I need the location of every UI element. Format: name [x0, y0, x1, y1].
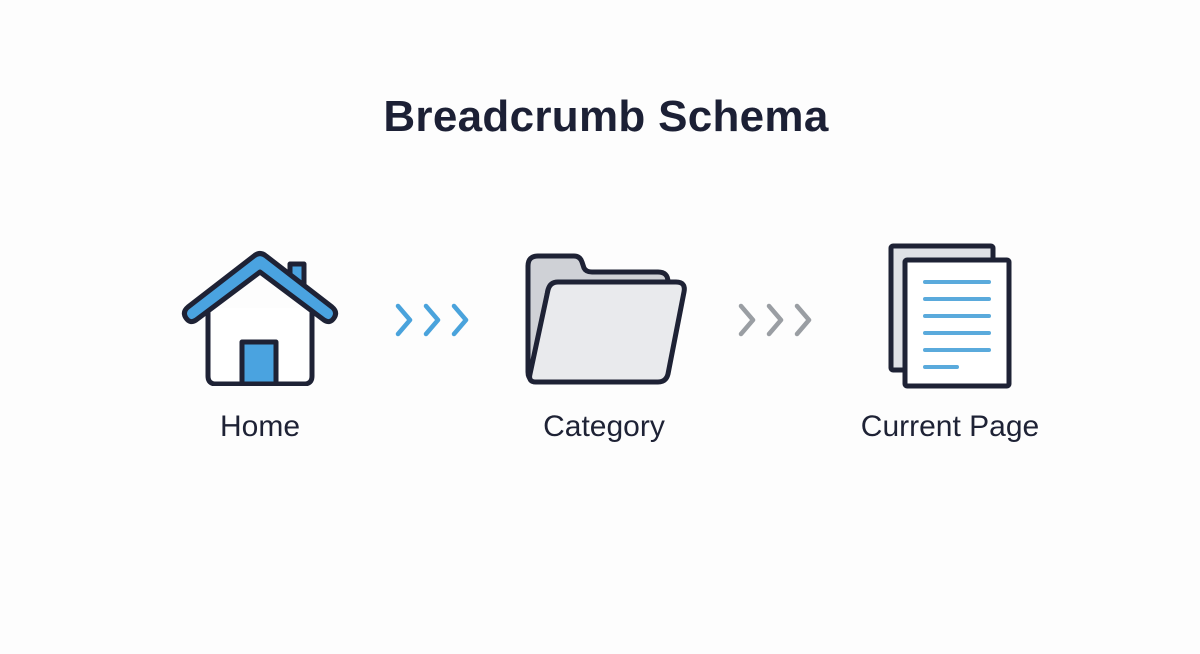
breadcrumb-item-home: Home [168, 236, 352, 444]
folder-icon [514, 236, 694, 396]
breadcrumb-label-current-page: Current Page [860, 410, 1040, 443]
triple-chevron-right-icon [738, 303, 812, 337]
separator-chevrons-gray [733, 296, 817, 344]
house-icon [170, 236, 350, 396]
breadcrumb-label-home: Home [219, 410, 301, 443]
diagram-title: Breadcrumb Schema [383, 92, 829, 141]
document-icon [860, 236, 1040, 396]
breadcrumb-label-category: Category [543, 410, 665, 443]
breadcrumb-item-category: Category [514, 236, 694, 444]
separator-chevrons-blue [390, 296, 474, 344]
triple-chevron-right-icon [395, 303, 469, 337]
breadcrumb-item-current-page: Current Page [840, 236, 1060, 444]
